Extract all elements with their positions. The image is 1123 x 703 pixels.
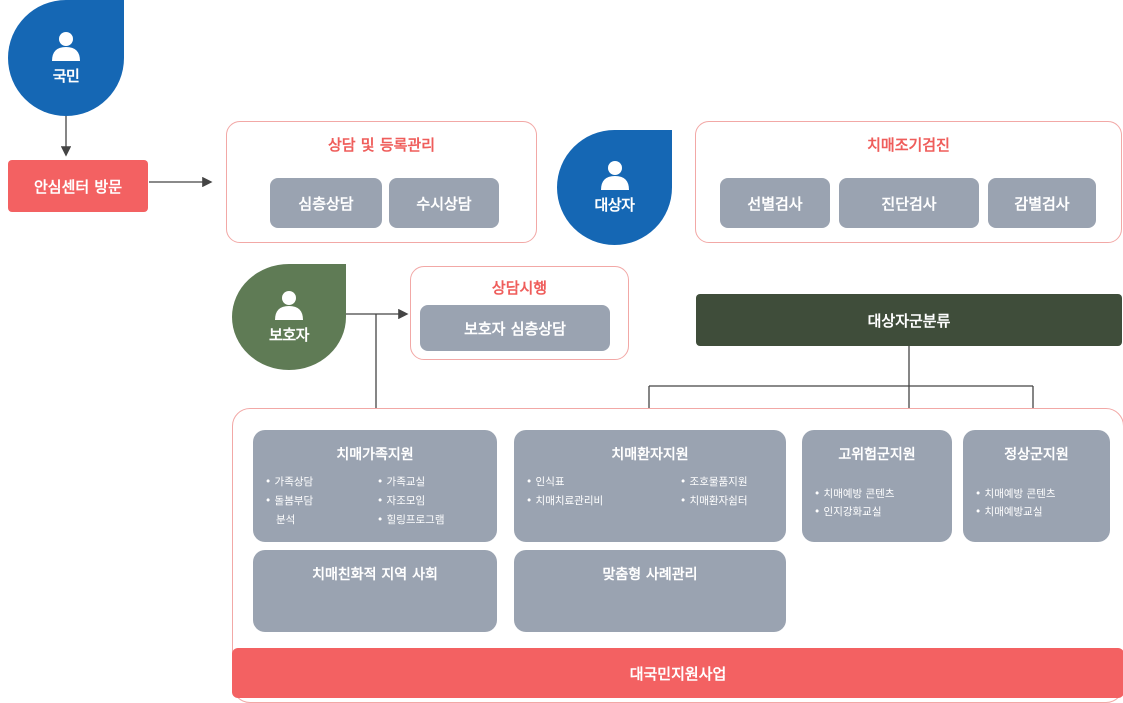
person-icon: [600, 161, 629, 190]
list-item: • 치매예방교실: [975, 506, 1043, 518]
citizen-label: 국민: [52, 66, 80, 85]
patient-support-box: 치매환자지원 • 인식표 • 치매치료관리비 • 조호물품지원 • 치매환자쉼터: [514, 430, 786, 542]
deep-consult-button: 심층상담: [270, 178, 382, 228]
differential-test-button: 감별검사: [988, 178, 1096, 228]
classification-bar: 대상자군분류: [696, 294, 1122, 346]
diagnostic-test-button: 진단검사: [839, 178, 979, 228]
normal-group-support-box: 정상군지원 • 치매예방 콘텐츠 • 치매예방교실: [963, 430, 1110, 542]
list-item: • 치매치료관리비: [526, 495, 604, 507]
list-item: 분석: [276, 514, 296, 526]
public-support-bar: 대국민지원사업: [232, 648, 1123, 698]
list-item: • 치매예방 콘텐츠: [814, 488, 895, 500]
target-node: 대상자: [557, 130, 672, 245]
consult-exec-title: 상담시행: [491, 279, 548, 297]
consult-register-title: 상담 및 등록관리: [327, 136, 436, 154]
target-label: 대상자: [594, 196, 635, 214]
list-item: • 조호물품지원: [680, 476, 748, 488]
list-item: • 치매예방 콘텐츠: [975, 488, 1056, 500]
list-item: • 인지강화교실: [814, 506, 882, 518]
list-item: • 가족상담: [265, 476, 314, 488]
list-item: • 치매환자쉼터: [680, 495, 748, 507]
citizen-node: 국민: [8, 0, 124, 116]
person-icon: [52, 31, 80, 61]
friendly-community-title: 치매친화적 지역 사회: [312, 567, 438, 583]
early-screening-frame: 치매조기검진 선별검사 진단검사 감별검사: [695, 121, 1122, 243]
normal-group-title: 정상군지원: [1004, 447, 1069, 463]
consult-register-frame: 상담 및 등록관리 심층상담 수시상담: [226, 121, 537, 243]
patient-support-title: 치매환자지원: [611, 447, 689, 463]
guardian-node: 보호자: [232, 264, 346, 370]
person-icon: [275, 290, 303, 320]
list-item: • 돌봄부담: [265, 495, 314, 507]
regular-consult-button: 수시상담: [389, 178, 499, 228]
list-item: • 인식표: [526, 476, 565, 488]
family-support-box: 치매가족지원 • 가족상담 • 돌봄부담 분석 • 가족교실 • 자조모임 • …: [253, 430, 497, 542]
list-item: • 힐링프로그램: [377, 514, 445, 526]
list-item: • 가족교실: [377, 476, 426, 488]
case-management-title: 맞춤형 사례관리: [602, 567, 698, 583]
dementia-friendly-community-box: 치매친화적 지역 사회: [253, 550, 497, 632]
early-screening-title: 치매조기검진: [867, 136, 950, 154]
consult-exec-frame: 상담시행 보호자 심층상담: [410, 266, 629, 360]
guardian-label: 보호자: [269, 325, 309, 344]
guardian-deep-consult-button: 보호자 심층상담: [420, 305, 610, 351]
high-risk-title: 고위험군지원: [838, 447, 916, 463]
visit-box: 안심센터 방문: [8, 160, 148, 212]
high-risk-support-box: 고위험군지원 • 치매예방 콘텐츠 • 인지강화교실: [802, 430, 952, 542]
family-support-title: 치매가족지원: [336, 447, 414, 463]
screening-test-button: 선별검사: [720, 178, 830, 228]
list-item: • 자조모임: [377, 495, 426, 507]
case-management-box: 맞춤형 사례관리: [514, 550, 786, 632]
